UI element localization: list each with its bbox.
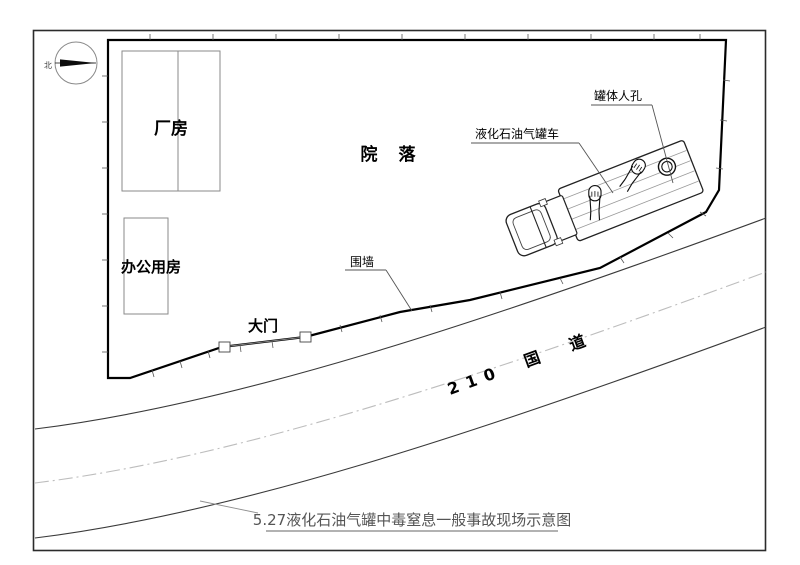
gate-label: 大门 — [248, 317, 278, 335]
truck-cab-window — [512, 209, 551, 250]
road-edge-lower — [34, 326, 767, 539]
compass-north-icon — [54, 41, 98, 85]
manhole-leader-line — [591, 104, 674, 184]
gate-post-icon — [299, 331, 312, 343]
road-centerline — [34, 271, 767, 484]
wall-label: 围墙 — [350, 255, 374, 269]
tanker-label: 液化石油气罐车 — [475, 126, 559, 141]
courtyard-label: 院 落 — [361, 144, 418, 165]
office-building-label: 办公用房 — [121, 258, 181, 276]
gate-post-icon — [218, 341, 231, 353]
manhole-label: 罐体人孔 — [594, 89, 642, 103]
tank-body — [557, 140, 704, 242]
drawing-border — [32, 29, 767, 552]
lpg-tanker-truck — [505, 140, 704, 257]
highway-label: 210 国 道 — [445, 328, 596, 398]
perimeter-wall — [102, 34, 731, 380]
office-building — [123, 217, 169, 315]
title-leader — [199, 500, 259, 514]
tanker-leader-line — [471, 142, 614, 194]
compass-label: 北 — [44, 61, 52, 70]
main-gate — [218, 331, 312, 353]
wall-hatch-ticks — [102, 34, 731, 378]
road-edge-upper — [34, 217, 767, 430]
page-title: 5.27液化石油气罐中毒窒息一般事故现场示意图 — [253, 511, 571, 529]
victim-figure-icon — [619, 158, 646, 192]
factory-building — [121, 50, 221, 192]
highway-210 — [34, 217, 767, 539]
victim-figure-icon — [588, 184, 602, 221]
factory-building-label: 厂房 — [154, 118, 188, 139]
wall-leader-line — [345, 269, 413, 312]
